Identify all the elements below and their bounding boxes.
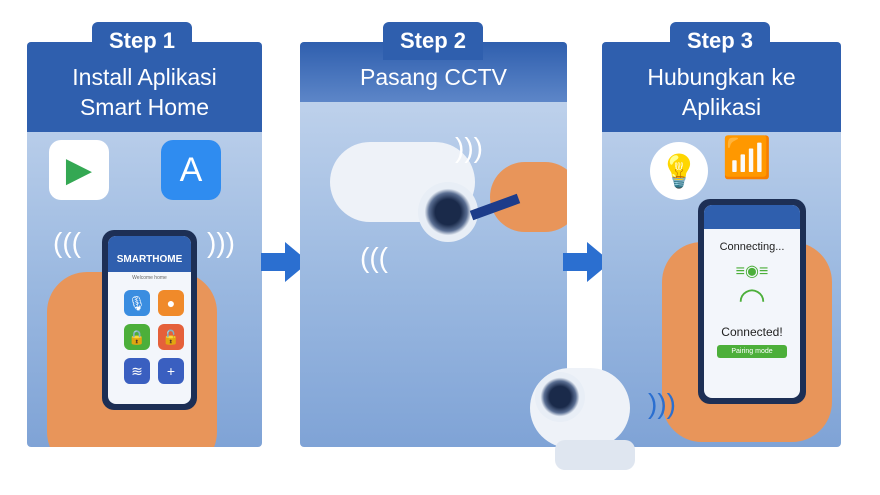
signal-wave-icon: ((( [360, 242, 388, 273]
connecting-text: Connecting... [719, 241, 785, 253]
wifi-icon[interactable]: ≋ [124, 358, 150, 384]
smartphone: SMARTHOME Welcome home 🎙 ● 🔒 🔓 ≋ + [102, 230, 197, 410]
signal-wave-icon: ))) [648, 388, 676, 419]
step3-header: Hubungkan ke Aplikasi [602, 42, 841, 132]
step2-title: Pasang CCTV [359, 64, 507, 90]
step3-title-line2: Aplikasi [681, 94, 762, 120]
location-icon[interactable]: ● [158, 290, 184, 316]
light-bulb-icon: 💡 [650, 142, 708, 200]
hand-screwdriver-image [490, 162, 567, 232]
step1-badge: Step 1 [92, 22, 192, 60]
cctv-base [555, 440, 635, 470]
step1-panel: Install Aplikasi Smart Home ▶ A ((( ))) … [27, 42, 262, 447]
step3-panel: Hubungkan ke Aplikasi 💡 📶 Connecting... … [602, 42, 841, 447]
google-play-icon: ▶ [49, 140, 109, 200]
microphone-icon[interactable]: 🎙 [124, 290, 150, 316]
signal-wave-icon: ((( [53, 227, 81, 258]
connected-text: Connected! [721, 325, 783, 339]
pairing-icon: ≡◉≡ [735, 263, 769, 280]
smartphone: Connecting... ≡◉≡ ◠ Connected! Pairing m… [698, 199, 806, 404]
signal-wave-icon: ))) [455, 132, 483, 163]
app-subtitle: Welcome home [132, 275, 167, 281]
unlock-icon[interactable]: 🔓 [158, 324, 184, 350]
step2-panel: Pasang CCTV ))) ((( [300, 42, 567, 447]
step2-badge: Step 2 [383, 22, 483, 60]
app-store-icon: A [161, 140, 221, 200]
signal-wave-icon: ))) [207, 227, 235, 258]
phone-status-bar [704, 205, 800, 229]
app-name: SMARTHOME [108, 236, 191, 272]
step3-title-line1: Hubungkan ke [647, 64, 796, 90]
cctv-lens [535, 372, 585, 422]
wifi-icon: 📶 [722, 136, 772, 180]
step1-title-line1: Install Aplikasi [72, 64, 217, 90]
cctv-lens [418, 182, 478, 242]
step1-title-line2: Smart Home [79, 94, 210, 120]
add-icon[interactable]: + [158, 358, 184, 384]
wifi-success-icon: ◠ [738, 281, 766, 317]
lock-icon[interactable]: 🔒 [124, 324, 150, 350]
step3-badge: Step 3 [670, 22, 770, 60]
pairing-mode-button[interactable]: Pairing mode [717, 345, 787, 358]
